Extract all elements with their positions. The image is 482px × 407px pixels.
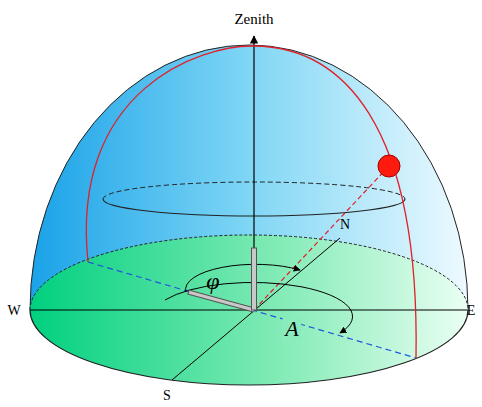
sun-ray	[254, 166, 389, 310]
direction-label: N	[340, 218, 350, 232]
azimuth-arc	[165, 282, 353, 333]
horizon-plane	[30, 235, 468, 385]
phi-arc	[186, 264, 300, 292]
zenith-label: Zenith	[234, 12, 273, 27]
direction-label: W	[7, 304, 20, 318]
sun	[378, 155, 400, 177]
sky-dome	[30, 45, 468, 385]
shadow	[189, 292, 254, 310]
angle-label: A	[282, 317, 301, 341]
angle-label: φ	[206, 269, 219, 293]
direction-label: S	[163, 389, 171, 403]
gnomon	[252, 248, 257, 310]
shadow-outline	[188, 292, 254, 310]
horizon-back	[30, 235, 468, 310]
horizon-front	[30, 310, 468, 385]
south-north-line	[172, 238, 340, 380]
vertical-circle	[86, 46, 416, 358]
direction-label: E	[467, 304, 476, 318]
